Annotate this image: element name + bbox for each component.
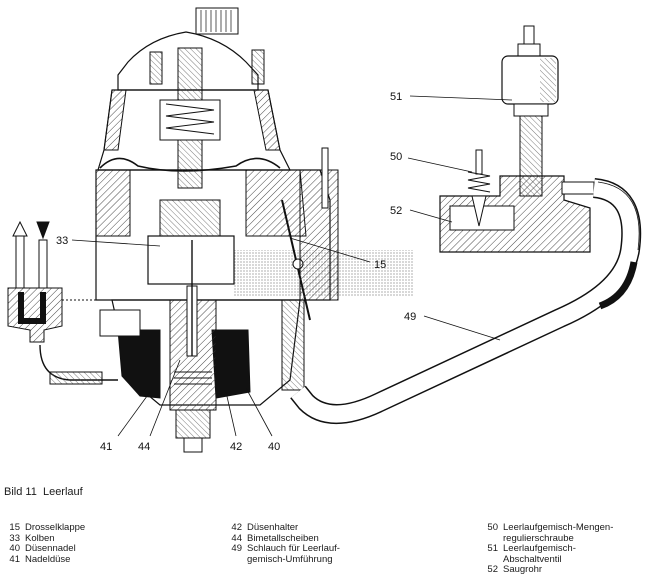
outlet-rod — [321, 147, 329, 209]
hose-dark-band — [598, 261, 638, 310]
callout-41: 41 — [100, 441, 112, 453]
legend-entry: 15 Drosselklappe — [0, 522, 86, 534]
leader-lines — [71, 95, 513, 437]
chamber-wall-right — [253, 89, 281, 151]
legend-text: Schlauch für Leerlauf- gemisch-Umführung — [247, 543, 340, 565]
legend-column-3: 50 Leerlaufgemisch-Mengen- regulierschrau… — [478, 522, 614, 576]
valve-body-shade — [540, 58, 556, 102]
callout-42: 42 — [230, 441, 242, 453]
callout-40: 40 — [268, 441, 280, 453]
feed-pipe — [38, 239, 48, 289]
piston-spring — [165, 103, 215, 135]
legend-entry: 40 Düsennadel — [0, 543, 85, 555]
caption-title: Leerlauf — [42, 486, 83, 498]
legend-text: Kolben — [25, 532, 55, 544]
legend-number: 51 — [487, 543, 498, 554]
legend-entry: 49 Schlauch für Leerlauf- gemisch-Umführu… — [222, 543, 340, 565]
legend-entry: 50 Leerlaufgemisch-Mengen- regulierschrau… — [478, 522, 614, 544]
jet-bottom-nut — [175, 409, 211, 439]
legend-text: Düsennadel — [25, 543, 76, 554]
regulating-screw-spring — [467, 171, 491, 193]
legend-number: 49 — [231, 543, 242, 554]
legend-column-2: 42 Düsenhalter 44 Bimetallscheiben 49 Schlauc… — [222, 522, 340, 565]
legend-text: Drosselklappe — [25, 522, 86, 533]
connector-channels — [18, 292, 46, 324]
left-fuel-fitting — [49, 371, 103, 385]
return-pipe — [15, 235, 25, 289]
legend-entry: 41 Nadeldüse — [0, 553, 85, 566]
legend-text: Düsenhalter — [247, 522, 299, 533]
legend-entry: 51 Leerlaufgemisch- Abschaltventil — [478, 543, 613, 565]
fuel-feed-arrow — [36, 221, 50, 240]
figure-caption: Bild 11 Leerlauf — [4, 486, 83, 498]
top-knob — [195, 7, 239, 35]
legend-number: 50 — [487, 522, 498, 533]
callout-33: 33 — [56, 235, 68, 247]
legend-number: 52 — [487, 564, 498, 575]
callout-52: 52 — [390, 205, 402, 217]
legend-column-1: 15 Drosselklappe 33 Kolben 40 Düsennadel 41 Nad… — [0, 522, 86, 566]
legend-entry: 44 Bimetallscheiben — [222, 532, 340, 545]
legend-entry: 52 Saugrohr — [478, 564, 613, 576]
legend-text: Leerlaufgemisch-Mengen- regulierschraube — [503, 522, 614, 544]
connector-block — [7, 287, 63, 343]
bypass-hose — [290, 178, 642, 424]
top-knob-ribs — [200, 10, 232, 32]
valve-nipple — [523, 25, 535, 47]
caption-label: Bild 11 — [4, 486, 37, 498]
callout-15: 15 — [374, 259, 386, 271]
legend-text: Bimetallscheiben — [247, 532, 319, 544]
hose-inner — [291, 179, 640, 423]
legend-number: 42 — [231, 522, 242, 533]
legend-entry: 42 Düsenhalter — [222, 522, 340, 534]
left-bracket — [99, 309, 141, 337]
hose-highlight — [597, 181, 640, 251]
legend-number: 44 — [231, 532, 242, 544]
mid-body-left-wall — [95, 169, 131, 237]
fuel-connector — [7, 220, 120, 343]
idle-assembly — [439, 25, 595, 253]
legend-number: 41 — [9, 553, 20, 565]
fuel-chamber-right — [211, 329, 251, 399]
carburetor-cutaway-drawing: 51 50 52 33 15 49 41 44 42 40 — [7, 7, 642, 453]
chamber-wall-left — [103, 89, 127, 151]
legend-number: 15 — [9, 522, 20, 533]
valve-neck — [513, 103, 549, 117]
legend-text: Nadeldüse — [25, 553, 71, 565]
cap-screw-left — [149, 51, 163, 85]
regulating-screw-stem — [475, 149, 483, 175]
legend-text: Saugrohr — [503, 564, 543, 575]
callout-49: 49 — [404, 311, 416, 323]
legend-entry: 33 Kolben — [0, 532, 85, 545]
hose-nipple — [561, 181, 595, 195]
legend-number: 33 — [9, 532, 20, 544]
jet-bottom-cap — [183, 437, 203, 453]
callout-51: 51 — [390, 91, 402, 103]
callout-50: 50 — [390, 151, 402, 163]
outlet-flange — [299, 169, 339, 301]
piston — [147, 235, 235, 285]
bimetal-discs — [174, 371, 212, 385]
callout-labels: 51 50 52 33 15 49 41 44 42 40 — [56, 91, 416, 453]
fuel-chamber — [117, 329, 161, 399]
carburetor-body — [39, 7, 414, 453]
legend-text: Leerlaufgemisch- Abschaltventil — [503, 543, 576, 565]
cap-screw-right — [251, 49, 265, 85]
fuel-return-arrow — [12, 220, 28, 237]
mid-body-right-wall — [245, 169, 307, 237]
callout-44: 44 — [138, 441, 150, 453]
intake-manifold — [439, 175, 591, 253]
regulating-screw-tip — [471, 195, 487, 227]
piston-inner — [159, 199, 221, 237]
bowl-right-post — [281, 299, 305, 391]
legend-number: 40 — [9, 543, 20, 554]
